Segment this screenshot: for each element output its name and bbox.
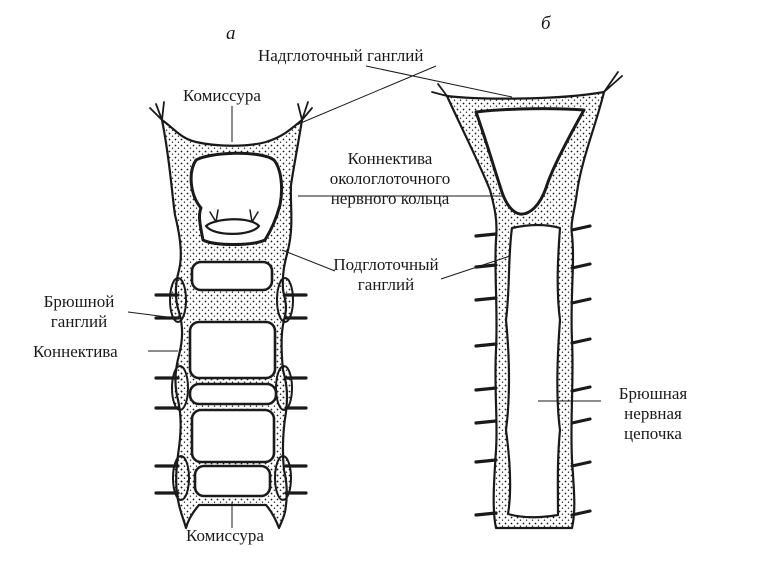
lateral-nerve — [474, 458, 498, 464]
lateral-nerve — [474, 386, 498, 392]
panel-b-letter: б — [541, 13, 551, 34]
inner-chain-channel — [504, 223, 562, 519]
panel-a-group — [149, 101, 313, 530]
inner-lobe — [204, 218, 261, 235]
segment-space — [188, 320, 277, 380]
lateral-nerve — [570, 224, 592, 232]
lateral-nerve — [570, 297, 592, 305]
lateral-nerve — [570, 417, 592, 425]
label-connective-ring: Коннектива окологлоточного нервного коль… — [300, 149, 480, 209]
label-connective-ring-line-3: нервного кольца — [330, 189, 450, 208]
label-connective: Коннектива — [33, 342, 118, 361]
label-ventral-chain-line-2: нервная — [624, 404, 682, 423]
leader-supra-a — [295, 65, 437, 126]
panel-b-group — [431, 71, 623, 530]
leader-lines — [127, 65, 601, 528]
segment-space — [190, 260, 274, 292]
label-subesophageal-line-1: Подглоточный — [333, 255, 439, 274]
ventral-ganglion — [274, 455, 292, 501]
ring-nerve — [209, 209, 219, 223]
antenna-nerve-right — [297, 101, 313, 121]
label-subesophageal-line-2: ганглий — [357, 275, 415, 294]
lateral-nerve — [570, 337, 592, 345]
leader-supra-b — [365, 65, 513, 98]
label-commissure-top: Комиссура — [183, 86, 261, 105]
lateral-nerve — [474, 232, 498, 238]
lateral-nerve — [570, 385, 592, 393]
segment-space — [193, 464, 272, 498]
panel-a-letter: а — [226, 23, 236, 44]
ventral-ganglion — [169, 277, 187, 323]
label-ventral-ganglion: Брюшной ганглий — [30, 292, 128, 332]
label-connective-ring-line-2: окологлоточного — [329, 169, 451, 188]
lateral-nerve — [474, 342, 498, 348]
leader-ventral-ganglion — [127, 311, 176, 319]
label-ventral-ganglion-line-1: Брюшной — [43, 292, 115, 311]
ventral-ganglion — [172, 455, 190, 501]
ventral-ganglion — [276, 277, 294, 323]
label-supraesophageal-ganglion: Надглоточный ганглий — [258, 46, 424, 65]
label-ventral-nerve-chain: Брюшная нервная цепочка — [603, 384, 703, 444]
lateral-nerve — [570, 460, 592, 468]
ventral-ganglion — [275, 365, 293, 411]
ring-nerve — [249, 209, 259, 223]
leader-subesophageal-a — [281, 249, 336, 272]
label-commissure-bottom: Комиссура — [186, 526, 264, 545]
label-subesophageal-ganglion: Подглоточный ганглий — [326, 255, 446, 295]
segment-space — [190, 408, 276, 464]
label-ventral-chain-line-3: цепочка — [624, 424, 682, 443]
antenna-nerve-b-right — [603, 71, 623, 93]
lateral-nerve — [474, 296, 498, 302]
pharyngeal-ring-hole-b — [474, 107, 586, 216]
antenna-nerve-b-left — [431, 83, 448, 97]
ventral-ganglion — [171, 365, 189, 411]
segment-space — [188, 382, 278, 406]
label-ventral-chain-line-1: Брюшная — [618, 384, 688, 403]
label-connective-ring-line-1: Коннектива — [347, 149, 433, 168]
label-ventral-ganglion-line-2: ганглий — [50, 312, 108, 331]
antenna-nerve-left — [149, 101, 165, 121]
lateral-nerve — [474, 511, 498, 517]
leader-subesophageal-b — [440, 255, 511, 280]
lateral-nerve — [570, 262, 592, 270]
lateral-nerve — [474, 419, 498, 425]
